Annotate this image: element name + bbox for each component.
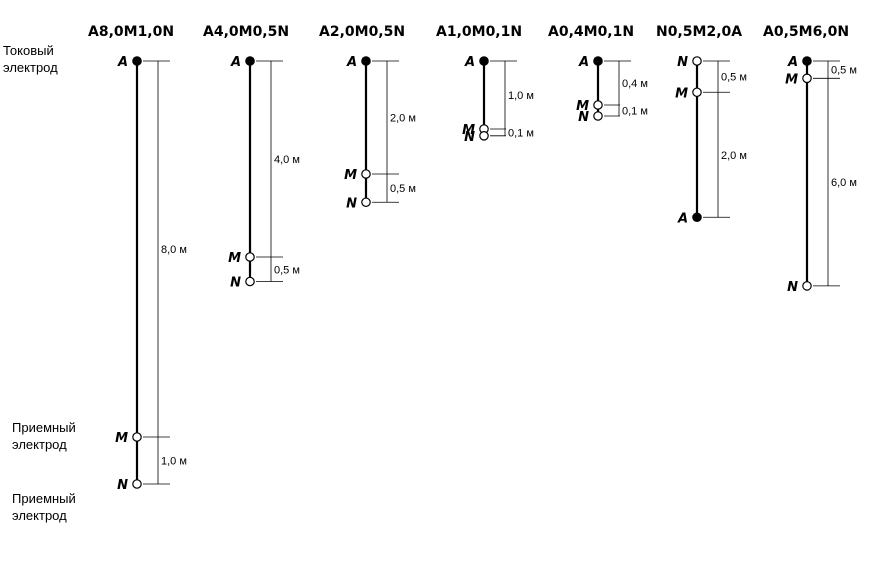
distance-label-bg: [620, 104, 650, 118]
distance-label-bg: [620, 77, 650, 90]
config-title: A8,0M1,0N: [88, 24, 174, 40]
distance-label: 6,0 м: [831, 177, 857, 189]
receiving-electrode-dot: [479, 131, 489, 141]
electrode-array: 0,4 м 0,1 м A MN: [576, 55, 650, 125]
distance-label: 8,0 м: [161, 244, 187, 256]
distance-label-bg: [388, 182, 418, 196]
receiving-electrode-dot: [132, 432, 142, 442]
distance-label: 2,0 м: [721, 150, 747, 162]
current-electrode-dot: [361, 56, 371, 66]
distance-label-bg: [388, 111, 418, 125]
receiving-electrode-dot: [361, 197, 371, 208]
distance-label: 4,0 м: [274, 154, 300, 166]
electrode-array: 2,0 м 0,5 м A MN: [344, 55, 418, 211]
receiving-electrode-n-label-line2: электрод: [12, 508, 67, 523]
electrode-label: A: [787, 55, 798, 70]
config-title: A0,5M6,0N: [763, 24, 849, 40]
config-title: A1,0M0,1N: [436, 24, 522, 40]
distance-label-bg: [272, 153, 302, 166]
electrode-label: N: [787, 280, 798, 295]
distance-label: 0,5 м: [274, 264, 300, 276]
config-title: A2,0M0,5N: [319, 24, 405, 40]
electrode-label: N: [346, 196, 357, 211]
electrode-array: 0,5 м 6,0 м AM N: [785, 55, 859, 295]
receiving-electrode-dot: [802, 73, 812, 84]
electrode-label: A: [117, 55, 128, 70]
current-electrode-dot: [132, 56, 142, 66]
config-titles: A8,0M1,0N A4,0M0,5N A2,0M0,5N A1,0M0,1N …: [88, 24, 849, 40]
receiving-electrode-dot: [593, 100, 603, 110]
distance-label: 0,5 м: [831, 65, 857, 77]
distance-label-bg: [719, 70, 749, 84]
electrode-label: N: [230, 276, 241, 291]
electrode-label: A: [464, 55, 475, 70]
electrode-label: M: [228, 251, 241, 266]
receiving-electrode-dot: [593, 111, 603, 121]
distance-label: 1,0 м: [508, 90, 534, 102]
receiving-electrode-dot: [132, 479, 142, 489]
distance-label: 2,0 м: [390, 113, 416, 125]
current-electrode-dot: [593, 56, 603, 66]
receiving-electrode-dot: [245, 252, 255, 262]
distance-label-bg: [506, 89, 536, 102]
electrode-array: 0,5 м 2,0 м N M A: [675, 55, 749, 226]
distance-label: 0,1 м: [508, 127, 534, 139]
current-electrode-label-line1: Токовый: [3, 43, 54, 58]
config-title: N0,5M2,0A: [656, 24, 742, 40]
electrode-label: M: [462, 123, 475, 138]
electrode-label: M: [675, 86, 688, 101]
distance-label-bg: [159, 454, 189, 468]
receiving-electrode-m-label-line2: электрод: [12, 437, 67, 452]
distance-label: 0,5 м: [721, 72, 747, 84]
distance-label-bg: [829, 63, 859, 77]
electrode-array: 4,0 м 0,5 м A MN: [228, 55, 302, 291]
distance-label: 0,1 м: [622, 106, 648, 118]
distance-label-bg: [719, 148, 749, 162]
receiving-electrode-dot: [361, 169, 371, 179]
electrode-label: A: [677, 211, 688, 226]
electrode-label: A: [346, 55, 357, 70]
electrode-label: N: [578, 110, 589, 125]
distance-label: 0,5 м: [390, 183, 416, 195]
receiving-electrode-n-label-line1: Приемный: [12, 491, 76, 506]
electrode-label: N: [464, 130, 475, 145]
current-electrode-dot: [245, 56, 255, 66]
config-title: A4,0M0,5N: [203, 24, 289, 40]
electrode-label: N: [117, 478, 128, 493]
current-electrode-dot: [802, 56, 812, 66]
electrode-array: 1,0 м 0,1 м A MN: [462, 55, 536, 145]
receiving-electrode-dot: [802, 281, 812, 291]
current-electrode-dot: [692, 212, 702, 223]
receiving-electrode-m-label-line1: Приемный: [12, 420, 76, 435]
distance-label: 0,4 м: [622, 78, 648, 90]
distance-label-bg: [272, 263, 302, 277]
electrode-label: M: [344, 168, 357, 183]
electrode-label: M: [115, 431, 128, 446]
current-electrode-dot: [479, 56, 489, 66]
receiving-electrode-dot: [245, 276, 255, 287]
electrode-label: M: [576, 99, 589, 114]
config-title: A0,4M0,1N: [548, 24, 634, 40]
electrode-array: 8,0 м 1,0 м A M N: [115, 55, 189, 493]
receiving-electrode-dot: [692, 87, 702, 98]
electrode-label: N: [677, 55, 688, 70]
side-labels: Токовый электрод Приемный электрод Прием…: [3, 43, 76, 523]
distance-label: 1,0 м: [161, 456, 187, 468]
electrode-label: M: [785, 72, 798, 87]
distance-label-bg: [829, 176, 859, 190]
current-electrode-label-line2: электрод: [3, 60, 58, 75]
electrode-label: A: [230, 55, 241, 70]
receiving-electrode-dot: [692, 56, 702, 66]
electrode-label: A: [578, 55, 589, 70]
distance-label-bg: [159, 243, 189, 256]
distance-label-bg: [506, 126, 536, 140]
